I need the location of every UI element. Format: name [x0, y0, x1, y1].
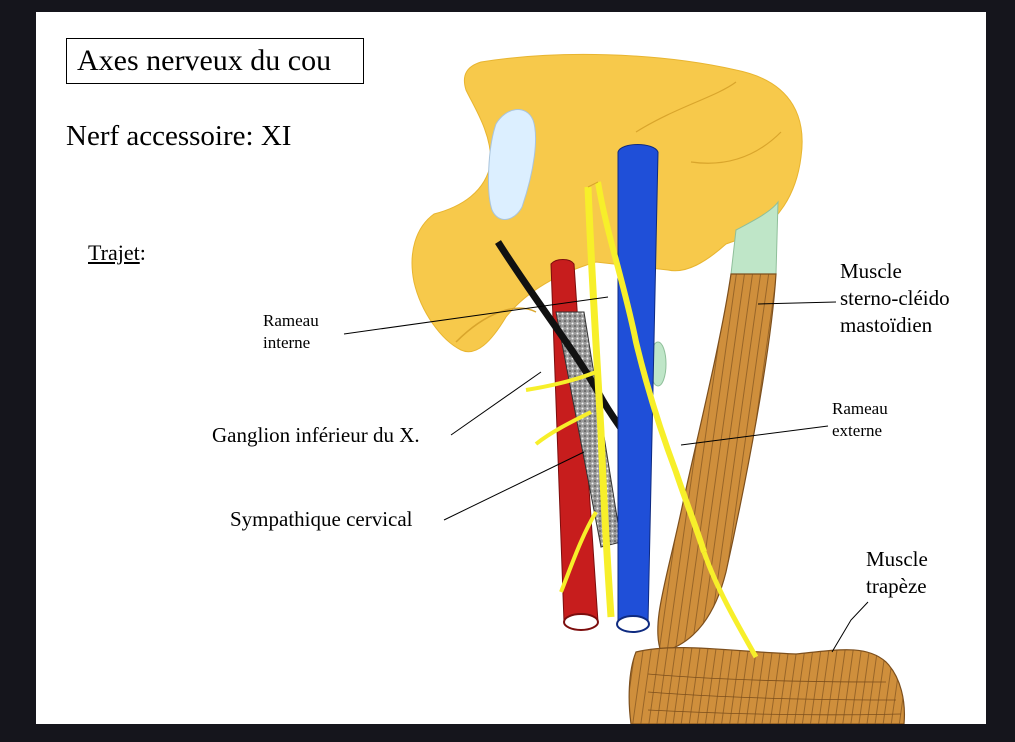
trapezius-muscle [628, 647, 906, 724]
foramen-magnum [488, 109, 537, 220]
rameau-externe-branch [701, 551, 759, 659]
accessory-nerve [595, 181, 707, 553]
label-rameau-interne: Rameau interne [263, 310, 319, 354]
slide-title: Axes nerveux du cou [66, 38, 364, 84]
label-rameau-interne-line2: interne [263, 333, 311, 352]
label-muscle-scm-line2: sterno-cléido [840, 286, 950, 310]
leader-sympathique [443, 451, 585, 521]
neck-anatomy-illustration [343, 53, 906, 724]
label-ganglion-inferieur: Ganglion inférieur du X. [212, 423, 420, 447]
label-rameau-externe: Rameau externe [832, 398, 888, 442]
leader-ganglion [450, 371, 542, 436]
section-label-trajet: Trajet: [88, 240, 146, 266]
section-label-text: Trajet [88, 240, 140, 265]
label-muscle-scm-line1: Muscle [840, 259, 902, 283]
leader-muscle-scm [757, 301, 837, 305]
label-rameau-interne-line1: Rameau [263, 311, 319, 330]
internal-jugular-vein [617, 144, 659, 625]
label-rameau-externe-line2: externe [832, 421, 883, 440]
leader-trapeze [831, 601, 869, 653]
scm-tendon [730, 200, 779, 275]
label-sympathique-cervical: Sympathique cervical [230, 507, 413, 531]
label-rameau-externe-line1: Rameau [832, 399, 888, 418]
leader-rameau-externe [680, 425, 829, 446]
slide-subtitle: Nerf accessoire: XI [66, 120, 292, 152]
label-muscle-trapeze-line1: Muscle [866, 547, 928, 571]
label-muscle-scm-line3: mastoïdien [840, 313, 933, 337]
slide: Axes nerveux du cou Nerf accessoire: XI … [36, 12, 986, 724]
label-muscle-trapeze-line2: trapèze [866, 574, 927, 598]
label-muscle-scm: Muscle sterno-cléido mastoïdien [840, 258, 950, 339]
section-label-colon: : [139, 240, 146, 265]
vagus-nerve [584, 186, 615, 618]
label-muscle-trapeze: Muscle trapèze [866, 546, 928, 600]
leader-rameau-interne [343, 296, 609, 335]
